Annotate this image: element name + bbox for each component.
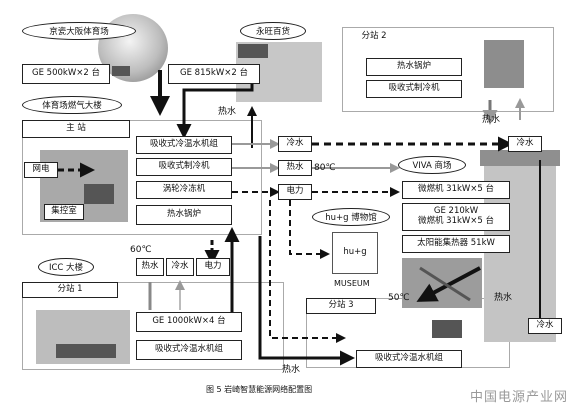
viva-hot-water-label: 热水: [494, 293, 513, 303]
site-aeon: 永旺百货: [240, 22, 306, 40]
viva-solar-text: 太阳能集热器 51kW: [417, 238, 495, 249]
aeon-ge-text: GE 815kW×2 台: [180, 68, 248, 79]
sub2-hot-water-label: 热水: [482, 115, 501, 125]
watermark: 中国电源产业网: [470, 390, 569, 405]
site-kyocera-dome: 京瓷大阪体育场: [22, 22, 136, 40]
icc-absorption-box: 吸收式冷温水机组: [136, 340, 242, 360]
main-power-out-text: 电力: [286, 186, 304, 197]
site-icc: ICC 大楼: [38, 258, 94, 276]
sub1-label: 分站 1: [22, 282, 118, 298]
dome-ge-unit: [112, 66, 130, 76]
main-cold-water-out-text: 冷水: [286, 138, 304, 149]
icc-ge-text: GE 1000kW×4 台: [152, 316, 226, 327]
sub3-absorption-text: 吸收式冷温水机组: [374, 353, 443, 364]
sub2-chiller-text: 吸收式制冷机: [388, 83, 440, 94]
sub2-tank-image: [484, 40, 524, 88]
viva-unit: [432, 320, 462, 338]
main-station-units: [84, 184, 114, 204]
main-absorption-chiller-heater: 吸收式冷温水机组: [136, 136, 232, 154]
temp-80-label: 80℃: [314, 163, 336, 173]
main-cold-water-out: 冷水: [278, 136, 312, 152]
viva-ge-micro: GE 210kW 微燃机 31kW×5 台: [402, 203, 510, 231]
site-stadium-gas-label: 体育场燃气大楼: [42, 101, 102, 111]
main-hot-water-boiler-text: 热水锅炉: [166, 209, 201, 220]
grid-power-text: 网电: [32, 164, 50, 175]
icc-cold-water-box: 冷水: [166, 258, 194, 276]
icc-hot-water-box: 热水: [136, 258, 164, 276]
icc-hot-water-text: 热水: [141, 261, 159, 272]
sub2-boiler-text: 热水锅炉: [396, 61, 431, 72]
museum-sign-text: hu+g: [343, 247, 367, 258]
site-aeon-label: 永旺百货: [255, 27, 290, 37]
icc-power-text: 电力: [204, 261, 222, 272]
main-turbo-chiller-text: 涡轮冷冻机: [162, 184, 206, 195]
main-hot-water-out: 热水: [278, 160, 312, 176]
viva-cold-water-out-text: 冷水: [536, 320, 554, 331]
icc-ge-box: GE 1000kW×4 台: [136, 312, 242, 332]
figure-caption: 图 5 岩崎智慧能源网络配置图: [206, 385, 313, 394]
dome-ge-label: GE 500kW×2 台: [22, 64, 110, 84]
sub1-title: 分站 1: [57, 284, 83, 295]
viva-micro-turbine-text: 微燃机 31kW×5 台: [417, 184, 495, 195]
icc-units: [56, 344, 116, 358]
site-icc-label: ICC 大楼: [48, 263, 84, 273]
main-absorption-chiller-heater-text: 吸收式冷温水机组: [149, 139, 218, 150]
main-power-out: 电力: [278, 184, 312, 200]
museum-caption: MUSEUM: [334, 279, 370, 288]
icc-cold-water-text: 冷水: [171, 261, 189, 272]
icc-absorption-text: 吸收式冷温水机组: [154, 344, 223, 355]
sub3-absorption-box: 吸收式冷温水机组: [356, 350, 462, 368]
viva-ge-text: GE 210kW: [433, 206, 479, 217]
icc-power-box: 电力: [196, 258, 230, 276]
site-viva: VIVA 商场: [398, 156, 466, 174]
control-room-box: 集控室: [44, 204, 84, 220]
sub2-title: 分站 2: [361, 31, 387, 42]
main-hot-water-boiler: 热水锅炉: [136, 205, 232, 225]
viva-micro-text: 微燃机 31kW×5 台: [417, 216, 495, 226]
aeon-ge-unit: [238, 44, 268, 58]
site-kyocera-dome-label: 京瓷大阪体育场: [49, 27, 109, 37]
main-station-label: 主 站: [22, 120, 130, 138]
control-room-text: 集控室: [51, 206, 77, 217]
dome-ge-text: GE 500kW×2 台: [32, 68, 100, 79]
temp-50-label: 50℃: [388, 293, 410, 303]
site-museum: hu+g 博物馆: [312, 208, 390, 226]
sub2-chiller: 吸收式制冷机: [366, 80, 462, 98]
site-stadium-gas: 体育场燃气大楼: [22, 96, 122, 114]
sub2-boiler: 热水锅炉: [366, 58, 462, 76]
aeon-hot-water-label: 热水: [218, 107, 237, 117]
sub3-title: 分站 3: [328, 300, 354, 311]
temp-60-label: 60℃: [130, 245, 152, 255]
main-turbo-chiller: 涡轮冷冻机: [136, 181, 232, 199]
viva-cold-water-in-text: 冷水: [516, 138, 534, 149]
viva-cold-water-out: 冷水: [528, 318, 562, 334]
museum-sign: hu+g: [332, 232, 378, 274]
viva-cold-water-in: 冷水: [508, 136, 542, 152]
site-viva-label: VIVA 商场: [412, 161, 452, 171]
main-absorption-chiller-text: 吸收式制冷机: [158, 161, 210, 172]
viva-solar-collector: 太阳能集热器 51kW: [402, 235, 510, 253]
viva-micro-turbine: 微燃机 31kW×5 台: [402, 181, 510, 199]
sub2-label: 分站 2: [346, 29, 402, 45]
sub3-hot-water-label: 热水: [282, 365, 301, 375]
grid-power-box: 网电: [24, 162, 58, 178]
main-absorption-chiller: 吸收式制冷机: [136, 158, 232, 176]
main-hot-water-out-text: 热水: [286, 162, 304, 173]
aeon-ge-label: GE 815kW×2 台: [168, 64, 260, 84]
site-museum-label: hu+g 博物馆: [325, 213, 377, 223]
sub3-label: 分站 3: [306, 298, 376, 314]
main-station-title: 主 站: [66, 123, 86, 134]
